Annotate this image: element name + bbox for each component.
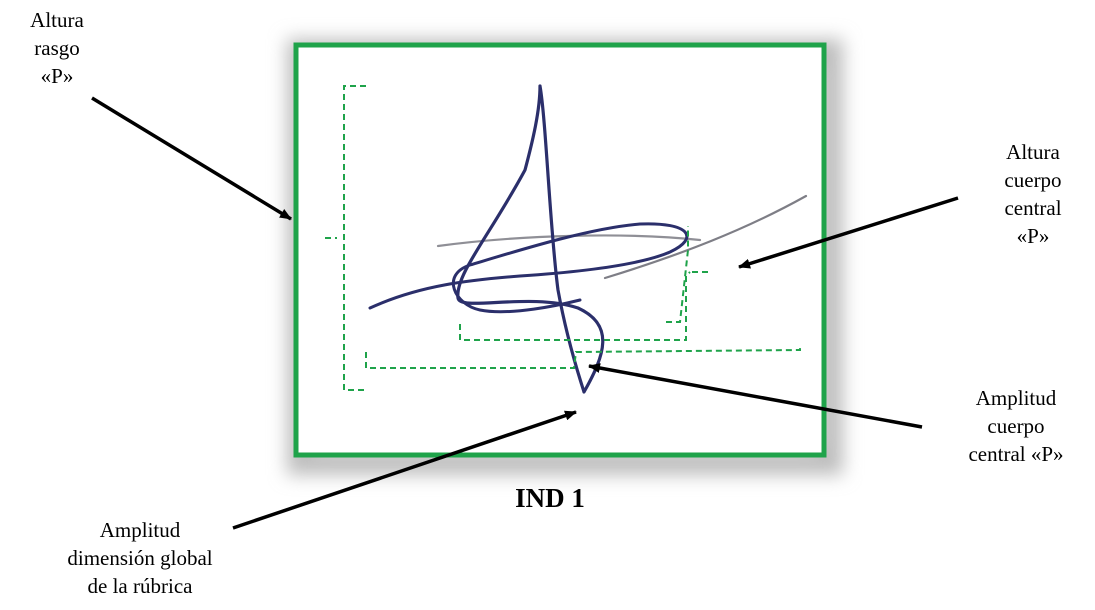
label-line: cuerpo <box>1004 168 1062 192</box>
signature-strokes <box>368 84 808 394</box>
label-line: «P» <box>1016 224 1050 248</box>
label-line: rasgo <box>34 36 80 60</box>
signature-tail-stroke <box>603 194 808 280</box>
signature-main-stroke <box>456 84 605 394</box>
signature-frame <box>293 42 827 458</box>
label-line: de la rúbrica <box>87 574 193 598</box>
label-line: dimensión global <box>67 546 213 570</box>
arrow-amplitud-global <box>232 410 577 530</box>
label-altura-cuerpo: Altura cuerpo central «P» <box>988 138 1078 250</box>
arrow-altura-cuerpo <box>738 196 959 269</box>
signature-card <box>296 45 824 455</box>
label-line: cuerpo <box>987 414 1045 438</box>
arrow-amplitud-cuerpo <box>588 363 923 429</box>
label-line: Amplitud <box>975 386 1057 410</box>
label-altura-rasgo: Altura rasgo «P» <box>12 6 102 90</box>
label-line: Altura <box>30 8 84 32</box>
label-line: Altura <box>1006 140 1060 164</box>
pointer-arrows <box>91 96 959 530</box>
label-amplitud-global: Amplitud dimensión global de la rúbrica <box>40 516 240 600</box>
measurement-guides <box>325 85 801 391</box>
guide-altura-cuerpo-bracket <box>666 226 689 323</box>
figure-caption: IND 1 <box>515 483 585 513</box>
label-line: Amplitud <box>99 518 181 542</box>
label-amplitud-cuerpo: Amplitud cuerpo central «P» <box>946 384 1086 468</box>
guide-amplitud-cuerpo-bracket <box>459 271 691 341</box>
label-line: «P» <box>40 64 74 88</box>
signature-loop-stroke <box>368 222 689 314</box>
label-line: central <box>1004 196 1062 220</box>
label-line: central «P» <box>968 442 1064 466</box>
guide-amplitud-global-bracket <box>365 345 801 369</box>
arrow-altura-rasgo <box>91 96 292 221</box>
guide-altura-rasgo-bracket <box>343 85 368 391</box>
